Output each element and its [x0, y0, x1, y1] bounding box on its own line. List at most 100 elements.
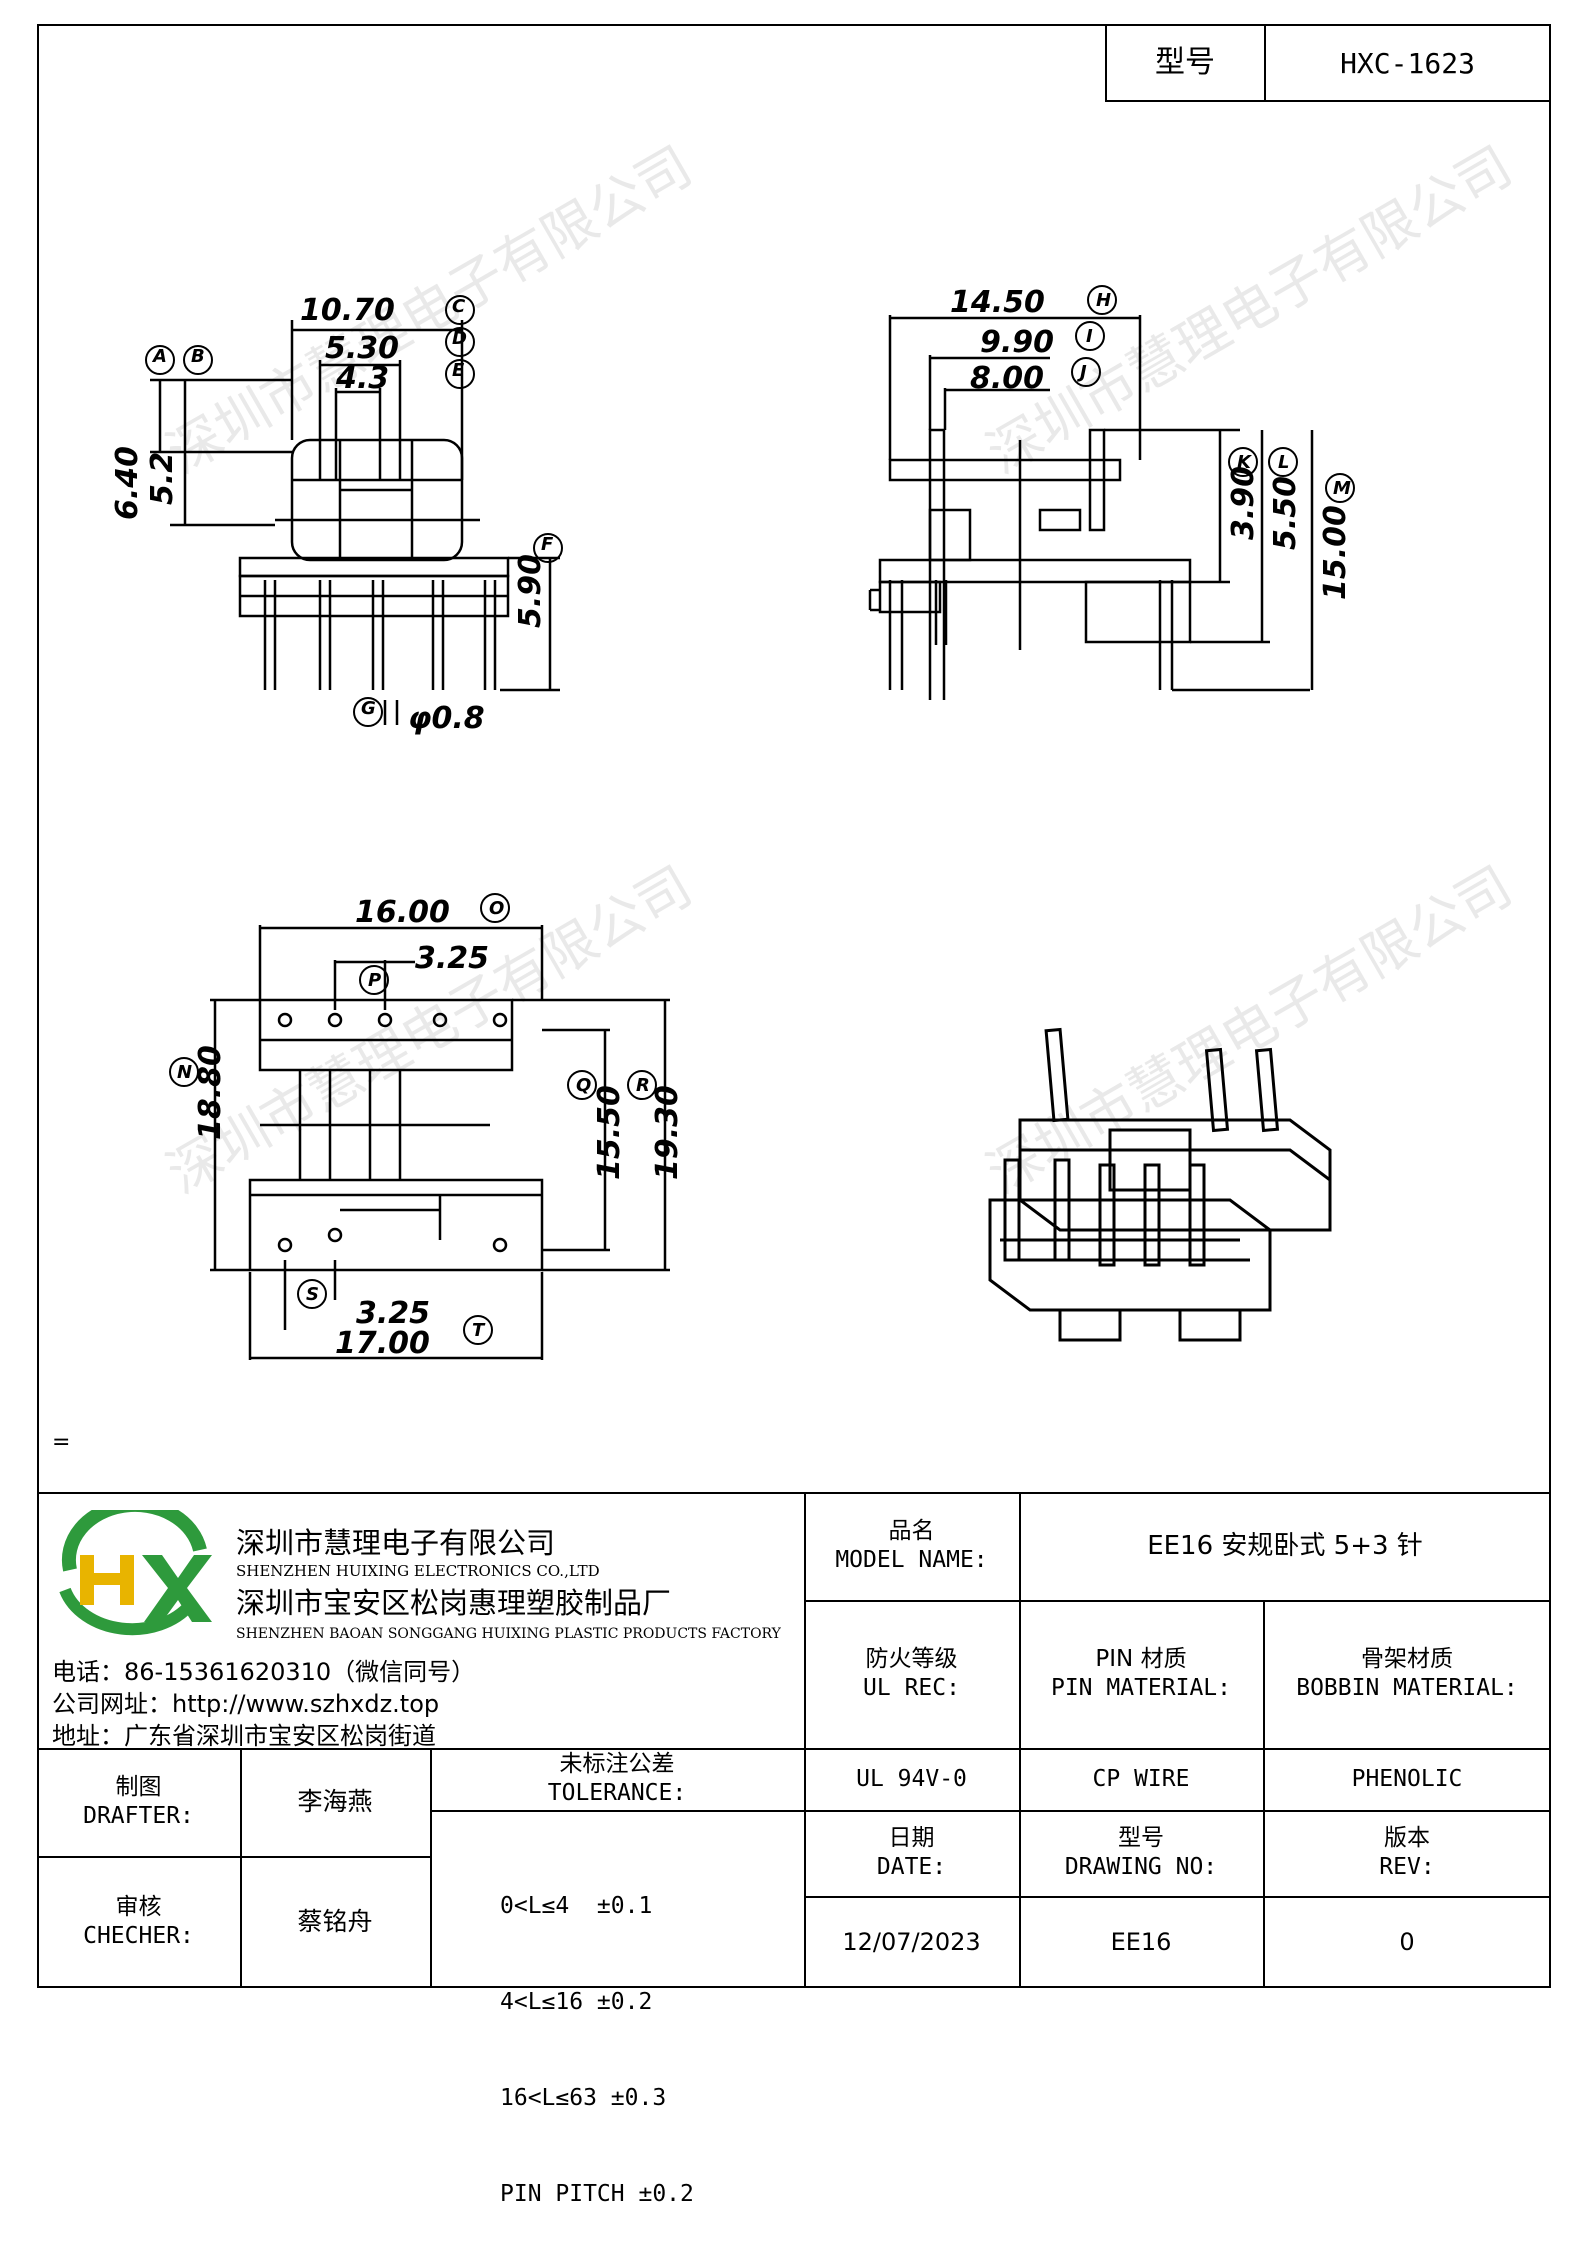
factory-name-cn: 深圳市宝安区松岗惠理塑胶制品厂 [236, 1586, 672, 1620]
company-name-cn: 深圳市慧理电子有限公司 [236, 1526, 556, 1560]
tolerance-row: 16<L≤63 ±0.3 [500, 2085, 667, 2111]
bobbin-material-label-en: BOBBIN MATERIAL: [1296, 1675, 1518, 1701]
drafter-name: 李海燕 [297, 1787, 373, 1817]
checker-label: 审核 CHECHER: [37, 1856, 240, 1988]
model-name-label-cn: 品名 [888, 1518, 935, 1545]
dim-18-80: 18.80 [193, 1045, 228, 1140]
side-ref-f: F [541, 534, 554, 555]
pin-material-label-en: PIN MATERIAL: [1050, 1675, 1231, 1701]
rev-label-cn: 版本 [1384, 1825, 1430, 1852]
ul-rec-label-cn: 防火等级 [865, 1646, 958, 1673]
drawing-no-label-cn: 型号 [1118, 1825, 1164, 1852]
front-ref-h: H [1096, 290, 1112, 311]
dim-phi-0-8: φ0.8 [408, 701, 485, 736]
company-logo-icon [59, 1510, 212, 1636]
dim-3-90: 3.90 [1226, 465, 1261, 540]
side-ref-e: E [452, 360, 465, 381]
date-label-en: DATE: [876, 1854, 947, 1880]
side-view-drawing: 10.70 5.30 4.3 5.90 φ0.8 [145, 293, 563, 736]
drawing-frame [37, 24, 1551, 1988]
checker-label-cn: 审核 [115, 1894, 162, 1921]
dim-10-70: 10.70 [300, 293, 395, 328]
dim-19-30: 19.30 [650, 1085, 685, 1180]
model-name-value: EE16 安规卧式 5+3 针 [1147, 1530, 1423, 1561]
tolerance-row: 0<L≤4 ±0.1 [500, 1893, 653, 1919]
side-ref-a: A [153, 346, 167, 367]
side-ref-d: D [452, 328, 467, 349]
rev-value: 0 [1399, 1928, 1415, 1956]
side-ref-g: G [361, 698, 376, 719]
dim-5-30: 5.30 [325, 331, 399, 366]
front-ref-l: L [1278, 452, 1290, 473]
bottom-ref-p: P [368, 970, 382, 991]
bobbin-material-value: PHENOLIC [1351, 1765, 1463, 1792]
dim-9-90: 9.90 [980, 325, 1054, 360]
front-ref-k: K [1237, 452, 1251, 473]
model-name-label-en: MODEL NAME: [835, 1547, 988, 1573]
front-ref-m: M [1333, 478, 1351, 499]
tolerance-row: PIN PITCH ±0.2 [500, 2181, 694, 2207]
drawing-no-value: EE16 [1110, 1928, 1172, 1956]
date-label-cn: 日期 [888, 1825, 935, 1852]
drawing-no-label-en: DRAWING NO: [1064, 1854, 1218, 1880]
bottom-ref-n: N [177, 1062, 193, 1083]
ul-rec-value: UL 94V-0 [856, 1765, 967, 1792]
company-phone: 电话：86-15361620310（微信同号） [52, 1658, 476, 1686]
model-name-label: 品名 MODEL NAME: [804, 1492, 1019, 1600]
bottom-ref-q: Q [576, 1075, 592, 1096]
tolerance-label: 未标注公差 TOLERANCE: [430, 1748, 804, 1810]
factory-name-en: SHENZHEN BAOAN SONGGANG HUIXING PLASTIC … [236, 1626, 781, 1642]
pin-material-label: PIN 材质 PIN MATERIAL: [1019, 1600, 1263, 1748]
dim-3-25-top: 3.25 [415, 941, 489, 976]
ul-rec-label: 防火等级 UL REC: [804, 1600, 1019, 1748]
header-model-box [1105, 24, 1551, 102]
company-website: 公司网址：http://www.szhxdz.top [52, 1690, 440, 1718]
front-view-drawing: 14.50 9.90 8.00 [868, 285, 1355, 700]
bottom-ref-r: R [636, 1075, 650, 1096]
tolerance-label-cn: 未标注公差 [559, 1751, 675, 1778]
drawing-no-label: 型号 DRAWING NO: [1019, 1810, 1263, 1896]
dim-5-90: 5.90 [513, 554, 548, 628]
dim-5-50: 5.50 [1268, 475, 1303, 550]
bottom-view-drawing: 16.00 3.25 3.25 17.00 [169, 893, 670, 1360]
tolerance-label-en: TOLERANCE: [547, 1780, 687, 1806]
dim-5-2: 5.2 [145, 451, 180, 505]
dim-15-50: 15.50 [592, 1085, 627, 1180]
dim-8-00: 8.00 [970, 361, 1044, 396]
dim-4-3: 4.3 [335, 361, 389, 396]
dim-6-40: 6.40 [110, 445, 145, 520]
drafter-label-cn: 制图 [115, 1774, 162, 1801]
dim-15-00: 15.00 [1318, 505, 1353, 600]
company-address: 地址：广东省深圳市宝安区松岗街道 [52, 1722, 436, 1750]
drafter-label: 制图 DRAFTER: [37, 1748, 240, 1856]
front-ref-i: I [1086, 326, 1093, 347]
side-ref-c: C [452, 296, 466, 317]
pin-material-label-cn: PIN 材质 [1095, 1646, 1187, 1673]
bottom-ref-o: O [489, 898, 505, 919]
pin-material-value: CP WIRE [1092, 1765, 1190, 1792]
header-model-value: HXC-1623 [1340, 46, 1475, 80]
date-value: 12/07/2023 [842, 1928, 981, 1956]
bobbin-material-label-cn: 骨架材质 [1361, 1646, 1453, 1673]
rev-label-en: REV: [1379, 1854, 1435, 1880]
bottom-ref-t: T [472, 1320, 485, 1341]
dim-14-50: 14.50 [950, 285, 1045, 320]
rev-label: 版本 REV: [1263, 1810, 1551, 1896]
tolerance-row: 4<L≤16 ±0.2 [500, 1989, 653, 2015]
company-name-en: SHENZHEN HUIXING ELECTRONICS CO.,LTD [236, 1562, 600, 1580]
front-ref-j: J [1080, 362, 1087, 383]
tolerance-list: 0<L≤4 ±0.1 4<L≤16 ±0.2 16<L≤63 ±0.3 PIN … [500, 1826, 694, 2242]
dim-3-25-bottom: 3.25 [356, 1296, 430, 1331]
isometric-view-drawing [988, 1027, 1332, 1342]
dim-17-00: 17.00 [335, 1326, 430, 1360]
ul-rec-label-en: UL REC: [863, 1675, 960, 1701]
note-mark: = [52, 1430, 71, 1455]
dim-16-00: 16.00 [355, 895, 450, 930]
checker-label-en: CHECHER: [83, 1923, 194, 1949]
bobbin-material-label: 骨架材质 BOBBIN MATERIAL: [1263, 1600, 1551, 1748]
checker-name: 蔡铭舟 [297, 1907, 373, 1937]
side-ref-b: B [191, 346, 205, 367]
date-label: 日期 DATE: [804, 1810, 1019, 1896]
drafter-label-en: DRAFTER: [83, 1803, 194, 1829]
bottom-ref-s: S [306, 1284, 319, 1305]
